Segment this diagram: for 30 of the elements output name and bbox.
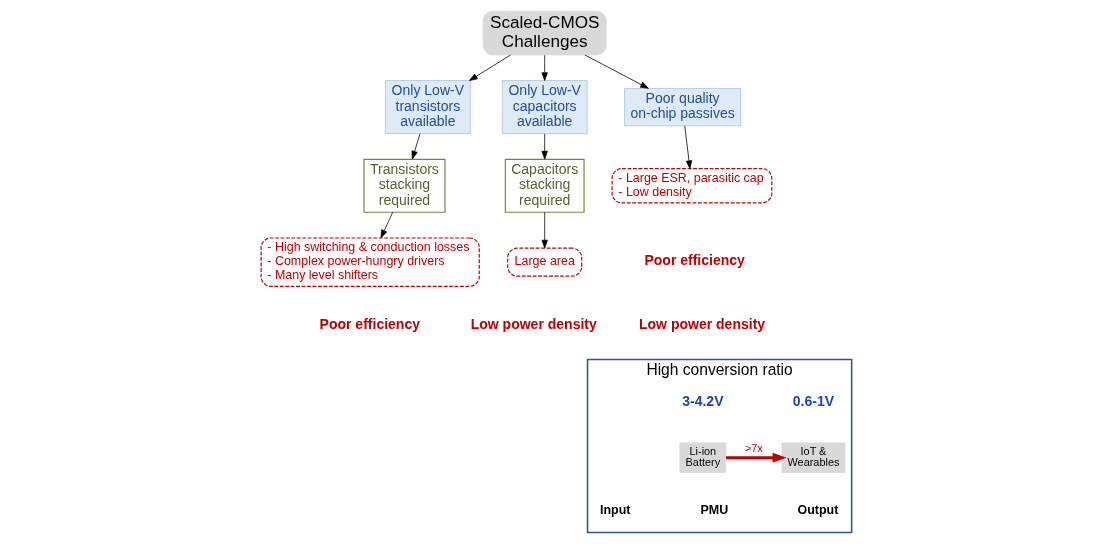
node-box: Only Low-V capacitors available — [501, 80, 588, 134]
node-box: Li-ion Battery — [679, 442, 727, 473]
node-box: - High switching & conduction losses - Complex power-hungry drivers - Many level shifters — [260, 237, 480, 287]
node-label: 3-4.2V — [682, 392, 724, 409]
node-box: Transistors stacking required — [363, 158, 446, 213]
node-box: Poor quality on-chip passives — [624, 88, 741, 127]
label: PMU — [700, 503, 729, 518]
node-box: Large area — [507, 247, 583, 277]
arrow — [411, 133, 421, 160]
arrow — [541, 54, 548, 81]
node-box: Capacitors stacking required — [504, 158, 585, 213]
arrow — [726, 452, 787, 463]
arrow — [541, 133, 548, 160]
node-box: Scaled-CMOS Challenges — [482, 10, 607, 56]
node-box: IoT & Wearables — [781, 442, 846, 473]
arrow — [541, 211, 548, 249]
arrow — [584, 54, 649, 89]
node-box: Only Low-V transistors available — [385, 80, 471, 134]
node-label: Poor efficiency — [644, 251, 745, 268]
label: Input — [600, 503, 631, 518]
arrow — [684, 125, 693, 169]
label: Output — [797, 503, 839, 518]
node-box: - Large ESR, parasitic cap - Low density — [611, 168, 773, 204]
node-label: Poor efficiency — [319, 315, 421, 332]
edge-label: >7x — [744, 442, 763, 455]
node-label: 0.6-1V — [792, 392, 835, 409]
node-label: Low power density — [638, 315, 766, 332]
arrow — [380, 211, 394, 239]
arrow — [469, 54, 511, 81]
node-label: Low power density — [470, 315, 597, 332]
